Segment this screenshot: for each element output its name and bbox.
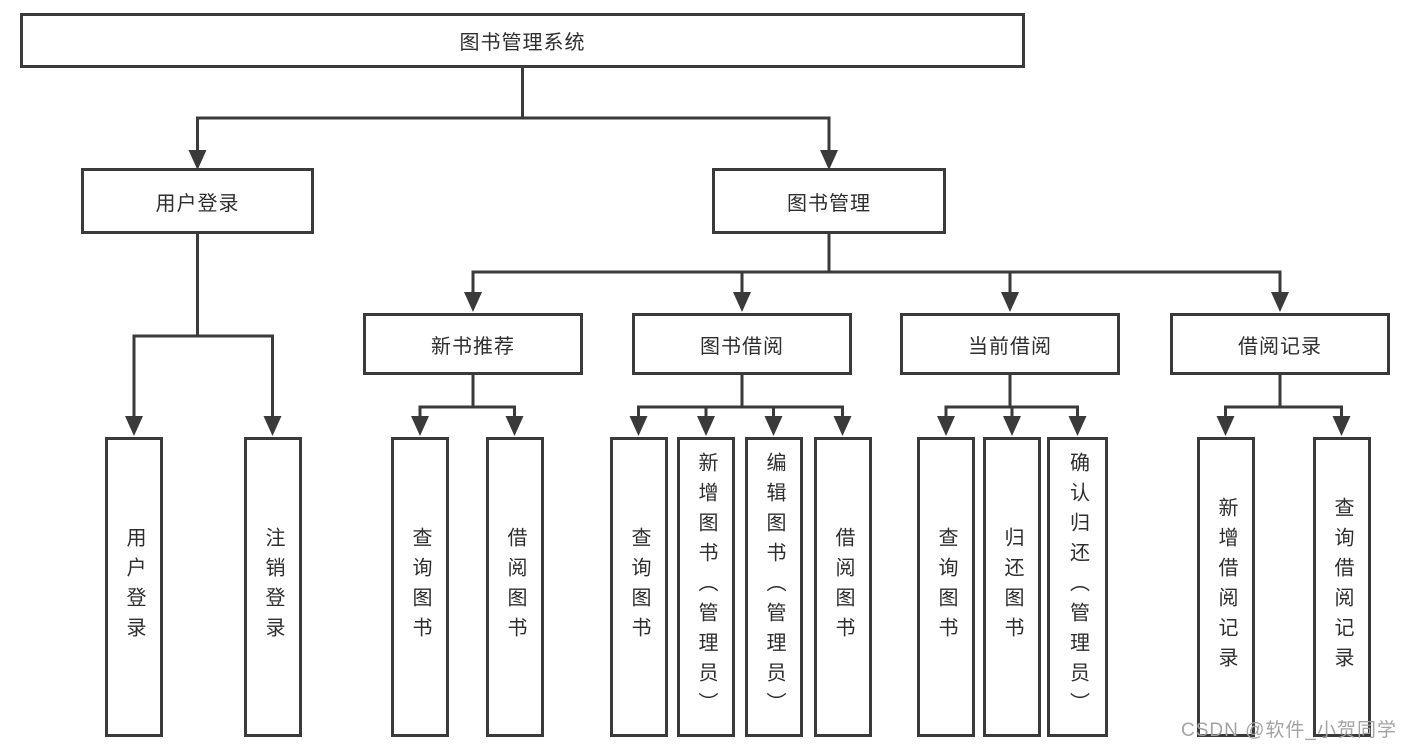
- leaf-query-books-2-label: 查询图书: [628, 527, 650, 647]
- csdn-watermark: CSDN @软件_小贺同学: [1181, 720, 1397, 741]
- leaf-query-books-2: 查询图书: [610, 437, 668, 737]
- leaf-add-books-admin: 新增图书（管理员）: [677, 437, 735, 737]
- leaf-borrow-books-2: 借阅图书: [814, 437, 872, 737]
- leaf-query-books-1: 查询图书: [391, 437, 449, 737]
- leaf-add-borrow-record: 新增借阅记录: [1197, 437, 1255, 737]
- node-user-login-label: 用户登录: [155, 192, 240, 215]
- leaf-return-books: 归还图书: [983, 437, 1041, 737]
- connector-root-to-level2: [188, 66, 838, 170]
- leaf-user-login: 用户登录: [105, 437, 163, 737]
- node-root-label: 图书管理系统: [459, 32, 586, 54]
- connector-borrowing-to-leaves: [629, 373, 852, 436]
- node-borrowing-records: 借阅记录: [1170, 313, 1390, 375]
- node-new-book-recommend-label: 新书推荐: [431, 335, 515, 358]
- node-new-book-recommend: 新书推荐: [363, 313, 583, 375]
- leaf-confirm-return-admin: 确认归还（管理员）: [1047, 437, 1108, 737]
- node-borrowing-records-label: 借阅记录: [1238, 335, 1322, 358]
- leaf-add-borrow-record-label: 新增借阅记录: [1215, 497, 1237, 677]
- connector-bookmgmt-to-level3: [464, 232, 1289, 312]
- node-root: 图书管理系统: [20, 13, 1025, 68]
- leaf-borrow-books-1-label: 借阅图书: [504, 527, 526, 647]
- node-book-management: 图书管理: [712, 168, 946, 234]
- node-user-login: 用户登录: [81, 168, 314, 234]
- node-book-borrowing: 图书借阅: [632, 313, 852, 375]
- leaf-confirm-return-admin-label: 确认归还（管理员）: [1066, 452, 1089, 722]
- leaf-query-books-1-label: 查询图书: [409, 527, 431, 647]
- leaf-user-login-label: 用户登录: [123, 527, 145, 647]
- node-current-borrowing: 当前借阅: [900, 313, 1120, 375]
- node-book-borrowing-label: 图书借阅: [700, 335, 784, 358]
- node-current-borrowing-label: 当前借阅: [968, 335, 1052, 358]
- leaf-add-books-admin-label: 新增图书（管理员）: [695, 452, 717, 722]
- leaf-edit-books-admin: 编辑图书（管理员）: [745, 437, 803, 737]
- node-book-management-label: 图书管理: [787, 192, 871, 215]
- leaf-query-borrow-record-label: 查询借阅记录: [1331, 497, 1353, 677]
- leaf-logout-label: 注销登录: [262, 527, 284, 647]
- leaf-query-books-3: 查询图书: [917, 437, 975, 737]
- leaf-edit-books-admin-label: 编辑图书（管理员）: [763, 452, 785, 722]
- leaf-borrow-books-1: 借阅图书: [486, 437, 544, 737]
- leaf-return-books-label: 归还图书: [1001, 527, 1023, 647]
- leaf-query-borrow-record: 查询借阅记录: [1313, 437, 1371, 737]
- connector-records-to-leaves: [1216, 373, 1351, 436]
- connector-current-to-leaves: [937, 373, 1087, 436]
- leaf-query-books-3-label: 查询图书: [935, 527, 957, 647]
- connector-newbooks-to-leaves: [411, 373, 524, 436]
- connector-userlogin-to-leaves: [125, 232, 282, 436]
- leaf-logout: 注销登录: [244, 437, 302, 737]
- leaf-borrow-books-2-label: 借阅图书: [832, 527, 854, 647]
